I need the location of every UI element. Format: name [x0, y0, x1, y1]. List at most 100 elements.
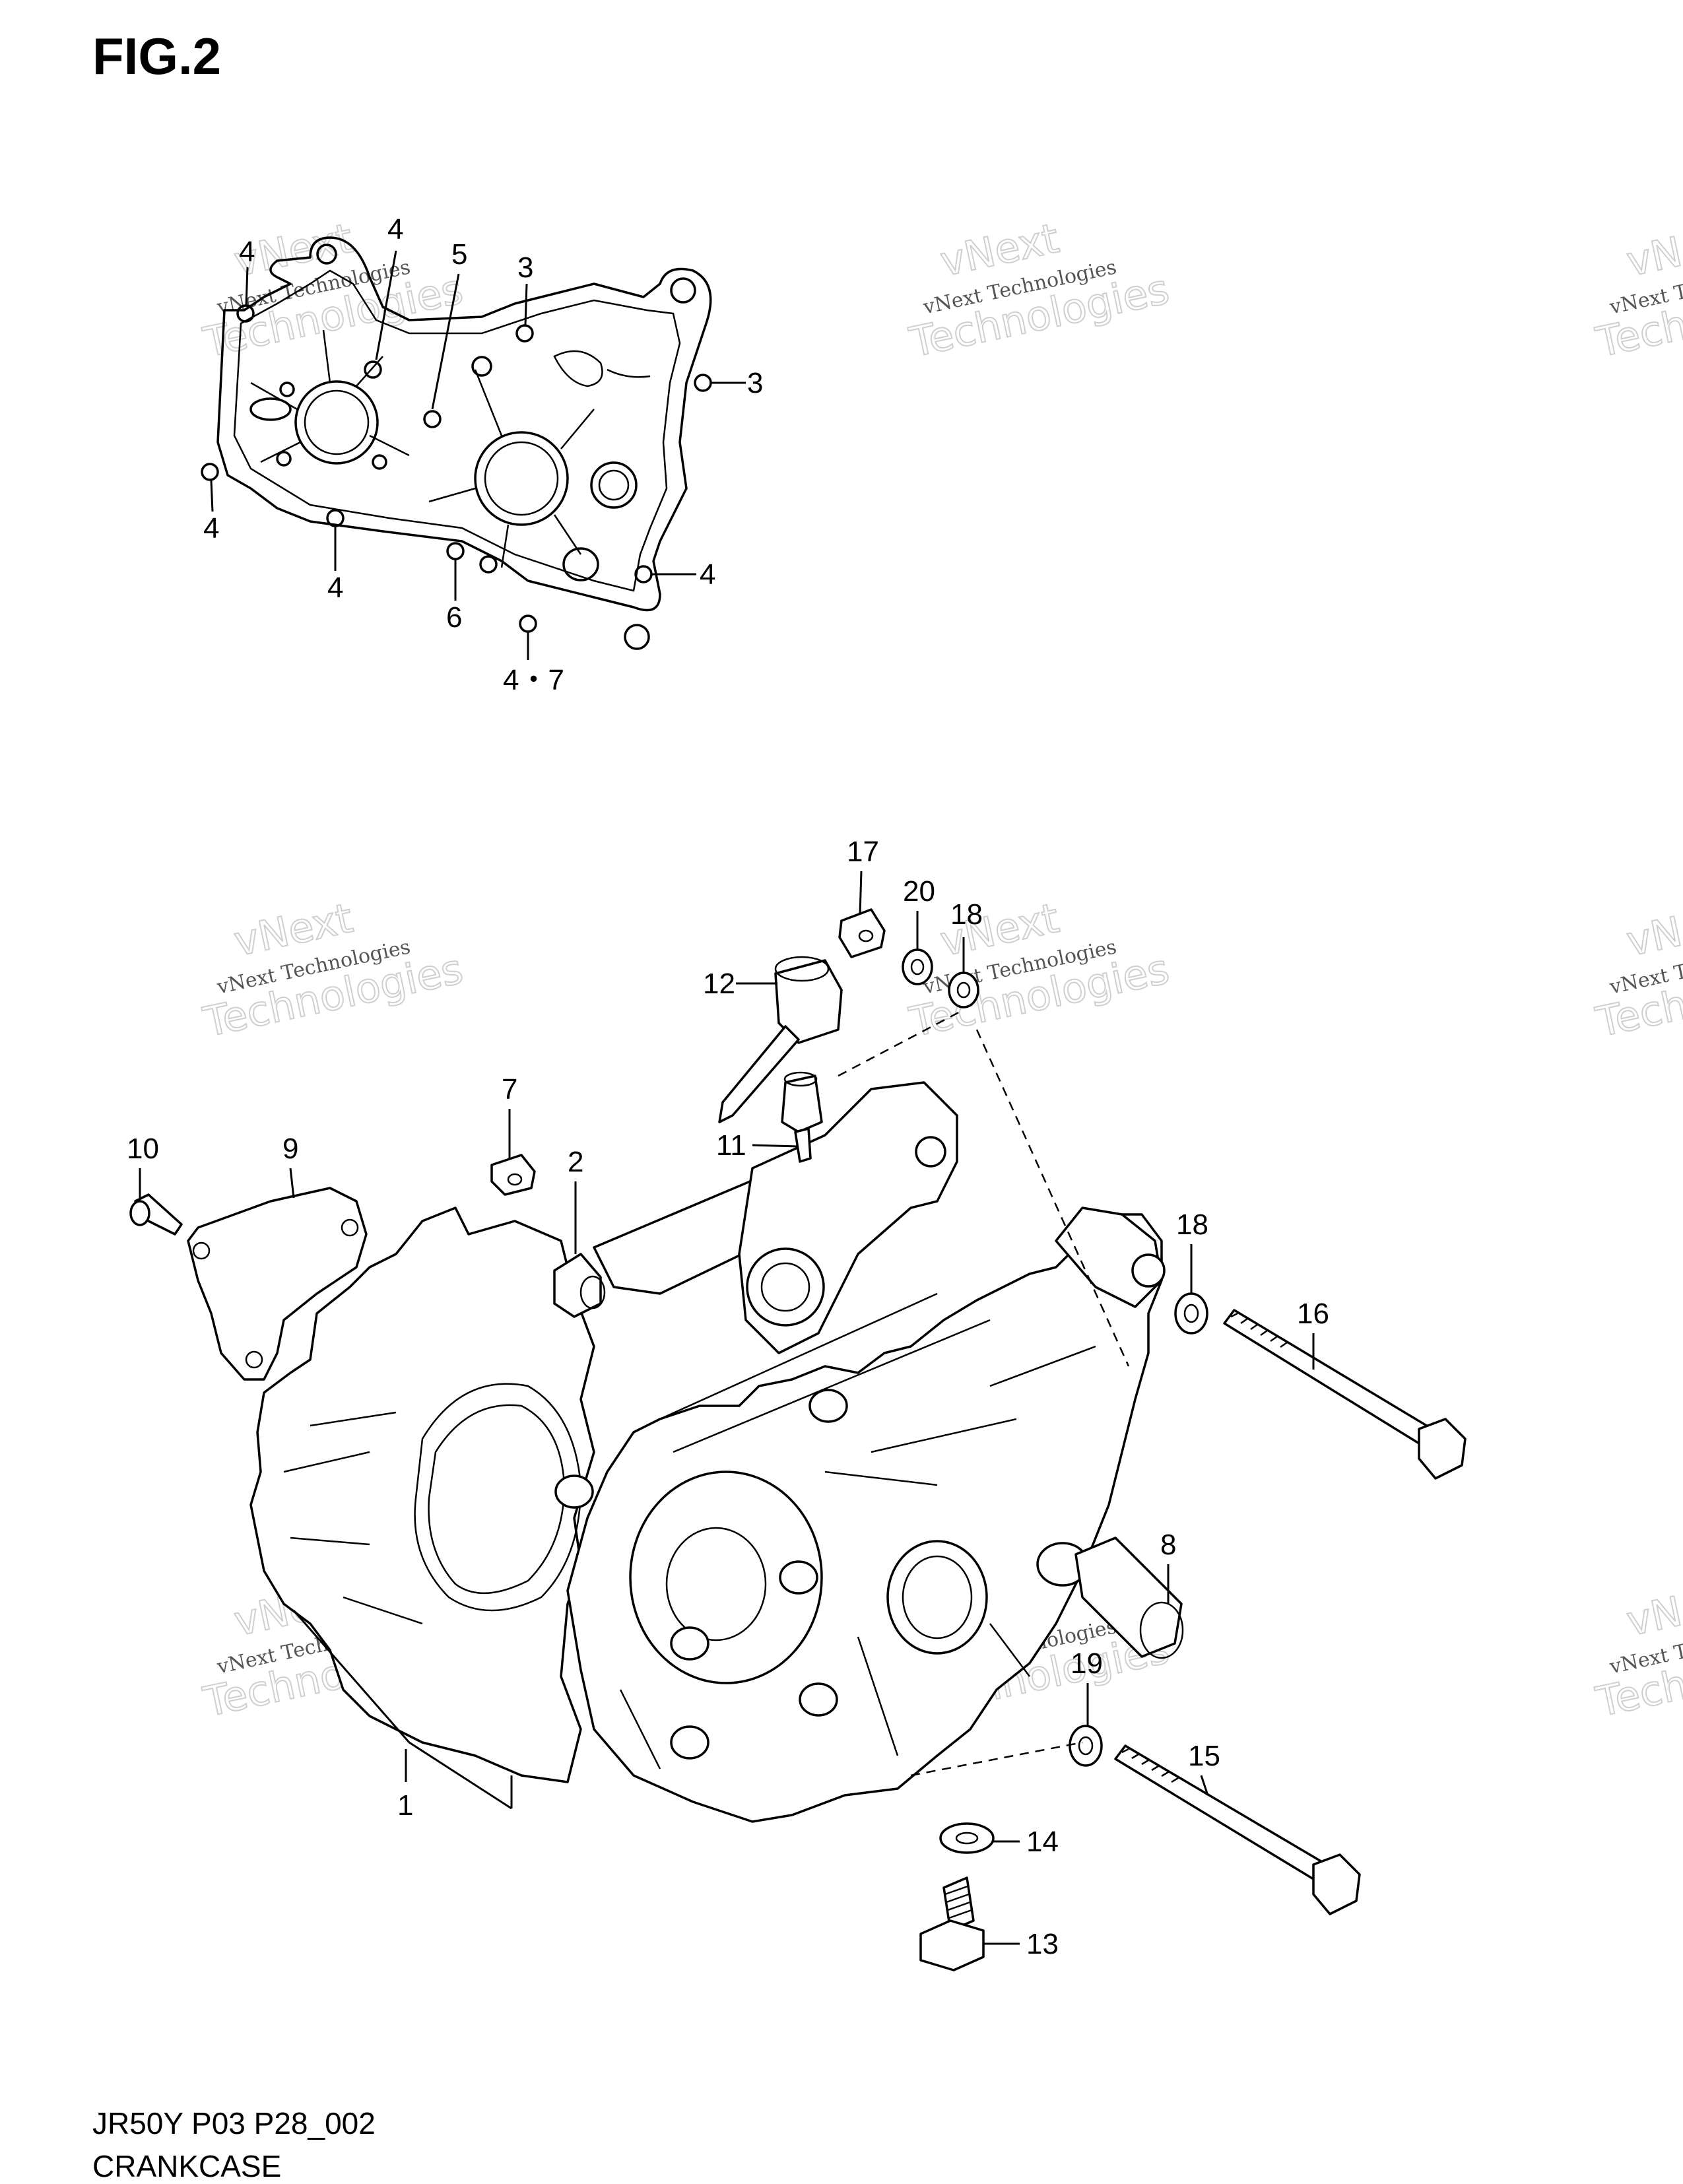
callout-4: 4: [203, 512, 219, 545]
dashed-leader: [910, 1741, 1083, 1777]
callout-15: 15: [1188, 1740, 1220, 1772]
crankcase-boss: [670, 1725, 710, 1760]
callout-18: 18: [950, 898, 983, 931]
section-name: CRANKCASE: [92, 2149, 282, 2183]
long-bolt-16-head: [1418, 1418, 1467, 1480]
washer-18-top-hole: [956, 981, 971, 999]
watermark-3: vNext vNext Technologies Technologies: [1591, 213, 1683, 367]
gasket-left-bore-inner: [304, 389, 370, 455]
gasket-right-bore-inner: [484, 441, 559, 516]
callout-16: 16: [1297, 1298, 1329, 1330]
callout-3: 3: [517, 251, 533, 284]
gasket-inner-outline: [233, 269, 681, 592]
cover-plate-hole: [245, 1350, 263, 1369]
screw-head: [129, 1200, 150, 1226]
bolt-13-thread: [944, 1885, 972, 1919]
crankcase-upper-bearing-inner: [760, 1262, 810, 1312]
callout-14: 14: [1026, 1826, 1059, 1858]
crankcase-lower-ribs: [619, 1623, 1030, 1770]
breather-cap-arm: [718, 1025, 800, 1123]
long-bolt-15-thread: [1121, 1748, 1179, 1783]
crankcase-left-opening-inner: [428, 1404, 566, 1594]
part-washer-19: [1069, 1725, 1103, 1767]
gasket-top-oval: [553, 350, 603, 387]
gasket-corner-hole: [670, 277, 696, 304]
sleeve-end: [1139, 1601, 1184, 1659]
callout-8: 8: [1160, 1529, 1176, 1561]
callout-17: 17: [847, 836, 879, 868]
callout-labels: 4 4 5 3 3 4 4 6 4 4・7 17 20 18 12 11 7 2…: [127, 213, 1329, 1960]
long-bolt-15-head: [1312, 1853, 1361, 1915]
callout-4: 4: [239, 236, 255, 268]
breather-cap-top: [774, 956, 830, 982]
crankcase-boss: [779, 1560, 818, 1595]
part-plug: [781, 1075, 823, 1133]
figure-title: FIG.2: [92, 27, 222, 85]
gasket-hole: [519, 614, 537, 633]
bolt-13-head: [919, 1919, 985, 1971]
nut-hole: [507, 1173, 523, 1186]
washer-14-hole: [955, 1832, 979, 1845]
callout-4: 4: [387, 213, 403, 246]
watermark-4: vNext vNext Technologies Technologies: [199, 893, 468, 1047]
leader-lines: [139, 250, 1315, 1945]
part-washer-20: [902, 948, 933, 985]
part-cover-plate: [187, 1187, 368, 1381]
gasket-hole: [515, 324, 534, 343]
dashed-leader: [975, 1029, 1130, 1367]
gasket-left-bore: [294, 380, 379, 465]
crankcase-ribs: [659, 1292, 1096, 1486]
top-nut-hole: [858, 929, 874, 943]
callout-11: 11: [716, 1129, 746, 1162]
callout-10: 10: [127, 1133, 159, 1165]
part-sleeve: [1074, 1537, 1183, 1658]
model-code: JR50Y P03 P28_002: [92, 2106, 376, 2140]
dowel-end: [579, 1275, 606, 1309]
callout-12: 12: [703, 968, 735, 1000]
gasket-hole: [634, 565, 653, 583]
callout-4: 4: [700, 558, 715, 591]
part-washer-18-top: [948, 972, 979, 1009]
crankcase-left-ribs: [283, 1411, 423, 1625]
leader-bracket-1: [292, 1610, 513, 1810]
part-washer-18-right: [1174, 1292, 1208, 1335]
gasket-hole: [423, 410, 442, 428]
cover-plate-hole: [192, 1241, 211, 1260]
plug-stem: [794, 1127, 812, 1163]
part-long-bolt-16: [1223, 1309, 1434, 1447]
dashed-leader: [838, 1009, 964, 1077]
callout-7: 7: [502, 1073, 517, 1106]
gasket-hole: [279, 381, 295, 397]
gasket-corner-hole: [624, 624, 650, 650]
callout-5: 5: [451, 238, 467, 271]
gasket-hole: [479, 555, 498, 574]
callout-1: 1: [397, 1789, 413, 1822]
callout-20: 20: [903, 875, 935, 908]
crankcase-boss: [799, 1682, 838, 1717]
gasket-hole: [276, 451, 292, 467]
watermark-9: vNext vNext Technologies Technologies: [1591, 1573, 1683, 1727]
gasket-outline: [216, 236, 712, 612]
gasket-hole: [372, 454, 387, 470]
crankcase-boss: [670, 1626, 710, 1661]
part-washer-14: [939, 1822, 995, 1854]
crankcase-body: [249, 1081, 1166, 1823]
crankcase-boss: [808, 1389, 848, 1423]
callout-18: 18: [1176, 1208, 1208, 1241]
callout-6: 6: [446, 601, 462, 634]
gasket-blob: [562, 547, 599, 581]
gasket-right-spokes: [428, 369, 595, 568]
crankcase-upper-bearing: [746, 1247, 825, 1327]
washer-20-hole: [910, 958, 925, 976]
callout-19: 19: [1071, 1647, 1103, 1680]
gasket-hole: [201, 463, 219, 481]
callout-9: 9: [282, 1133, 298, 1165]
gasket-hole: [364, 360, 382, 379]
crankcase-main-bore-inner: [665, 1527, 767, 1641]
long-bolt-16-thread: [1230, 1312, 1288, 1348]
washer-19-hole: [1078, 1736, 1094, 1756]
gasket-slot: [249, 397, 292, 421]
gasket-notch: [607, 368, 651, 378]
gasket-hole: [236, 304, 255, 323]
callout-4: 4: [327, 572, 343, 604]
